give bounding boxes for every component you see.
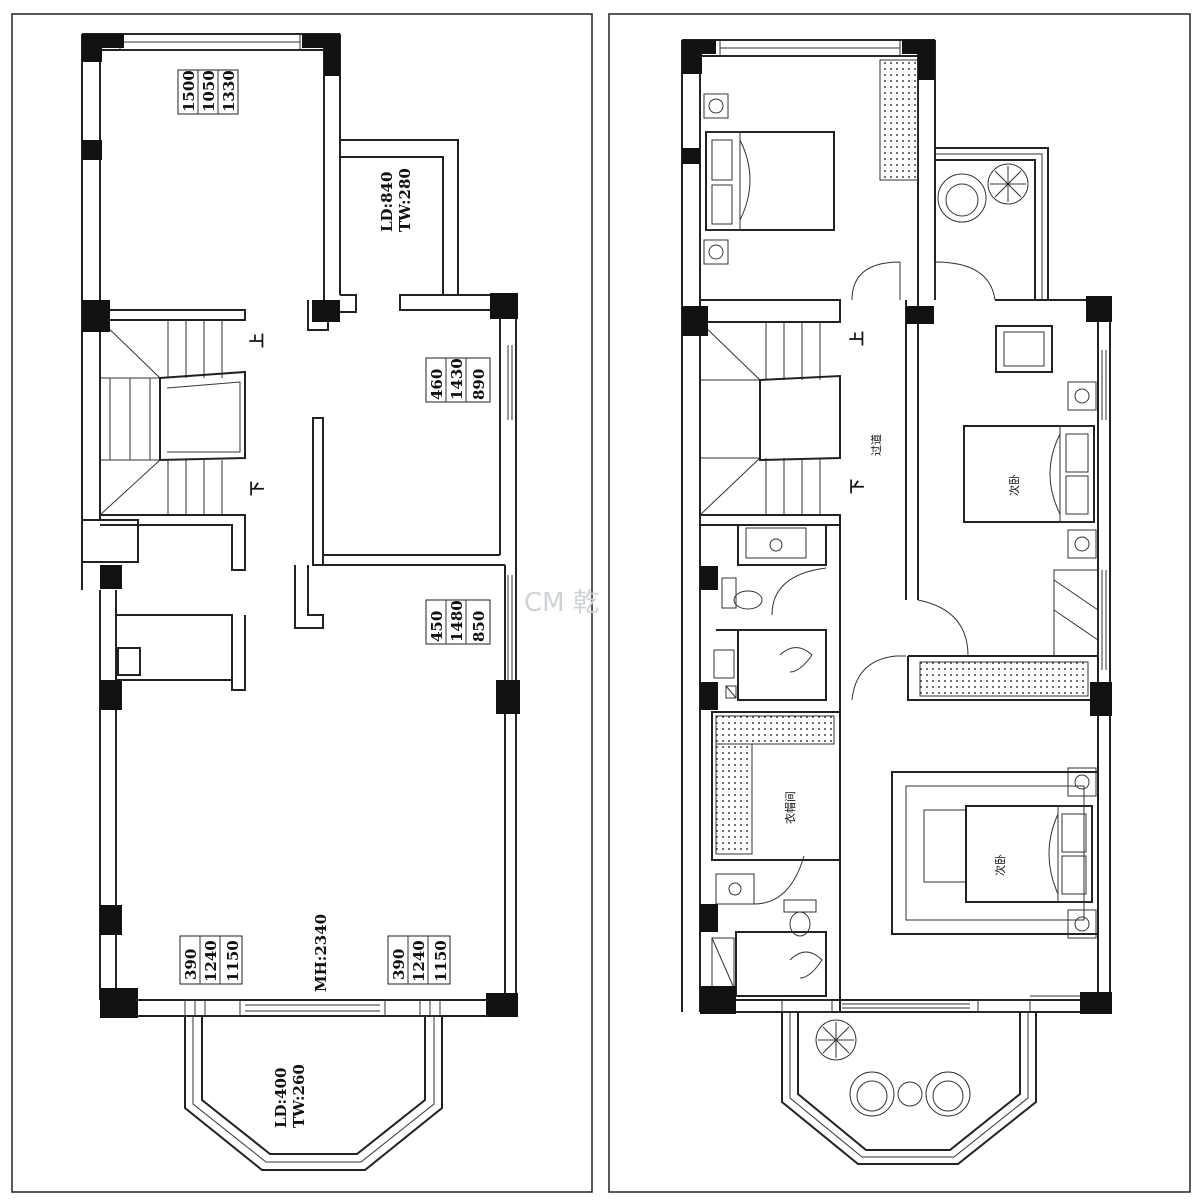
right-bottom-doors <box>781 995 1080 1013</box>
chair-top <box>937 173 987 223</box>
stair-walls <box>81 305 246 590</box>
bath-walls <box>700 524 841 1012</box>
right-window-2 <box>507 575 513 680</box>
balcony-top <box>935 147 1049 300</box>
plant-top <box>987 163 1029 205</box>
bay-label-tw: TW:260 <box>290 1064 308 1128</box>
bed-1 <box>703 93 835 265</box>
sliding-door <box>245 1004 380 1012</box>
shower-1 <box>716 629 827 701</box>
window-label-right-1: 460 1430 890 <box>425 357 491 403</box>
door-arc-1 <box>851 261 901 301</box>
right-stair-bottom <box>700 514 841 526</box>
window-label-r2-1: 450 <box>428 611 446 642</box>
window-label-br-2: 1240 <box>410 940 428 982</box>
window-label-bl-2: 1240 <box>202 940 220 982</box>
bed-3 <box>891 767 1099 939</box>
window-label-bottom-right: 390 1240 1150 <box>387 935 451 985</box>
stair-top-wall <box>700 299 841 323</box>
window-label-right-2: 450 1480 850 <box>425 599 491 645</box>
window-label-top-2: 1050 <box>200 70 218 112</box>
right-stair-treads <box>699 321 821 516</box>
partition-mid <box>312 417 324 566</box>
wardrobe-top <box>879 59 919 181</box>
bay-label-ld: LD:400 <box>272 1068 290 1128</box>
window-label-top-3: 1330 <box>220 70 238 112</box>
right-columns <box>682 40 1112 1014</box>
small-fixture <box>117 647 141 676</box>
bottom-window-left <box>184 999 241 1017</box>
cloakroom-shelf-top <box>715 715 835 745</box>
bay-window <box>184 1016 443 1171</box>
partition-column <box>294 565 324 629</box>
bedroom-2-label: 次卧 <box>1007 474 1021 496</box>
window-label-br-3: 1150 <box>432 940 450 982</box>
plant-bottom <box>815 1019 857 1061</box>
right-bay-balcony <box>781 1012 1037 1165</box>
door-arc-4 <box>851 655 906 701</box>
void-label-ld: LD:840 <box>378 172 396 232</box>
stair-bottom-wall <box>100 514 246 571</box>
armchair <box>995 325 1053 373</box>
right-wall <box>499 310 517 1000</box>
window-label-br-1: 390 <box>390 949 408 980</box>
right-stair-down-label: 下 <box>848 479 866 494</box>
left-panel-frame <box>11 13 593 1193</box>
balcony-chairs <box>849 1071 971 1117</box>
bath-sink-1 <box>745 527 807 559</box>
bottom-wall <box>100 999 505 1017</box>
door-arc-2 <box>934 261 996 301</box>
sink-2 <box>715 873 755 905</box>
shower-2 <box>735 931 827 997</box>
door-label-mh: MH:2340 <box>312 914 330 992</box>
left-columns <box>82 34 520 1018</box>
small-room-walls <box>116 614 246 691</box>
right-window-1 <box>507 345 513 420</box>
window-label-top: 1500 1050 1330 <box>177 69 239 115</box>
cloakroom-label: 衣帽间 <box>783 791 797 824</box>
window-label-r2-2: 1480 <box>448 600 466 642</box>
stair-up-label: 上 <box>248 333 266 348</box>
corridor-walls <box>905 299 1111 1012</box>
window-label-r2-3: 850 <box>470 611 488 642</box>
bed-2 <box>963 381 1097 559</box>
right-stair-up-label: 上 <box>848 331 866 346</box>
bottom-window-right <box>384 999 441 1017</box>
left-floor-plan: 1500 1050 1330 460 1430 890 450 1480 850… <box>81 33 520 1171</box>
bath-door-arc-1 <box>771 567 827 616</box>
bedroom-3-label: 次卧 <box>993 854 1007 876</box>
window-label-r1-2: 1430 <box>448 358 466 400</box>
wardrobe-bottom <box>919 661 1089 697</box>
watermark: CM 乾 <box>524 588 599 618</box>
window-label-bl-3: 1150 <box>224 940 242 982</box>
door-arc-3 <box>917 599 969 657</box>
bath-2-walls <box>712 859 841 1001</box>
void-ledge <box>330 294 501 313</box>
wardrobe-2 <box>1053 569 1099 657</box>
partition-horizontal <box>323 554 505 566</box>
window-label-top-1: 1500 <box>180 70 198 112</box>
stair-down-label: 下 <box>248 481 266 496</box>
right-bottom-wall <box>700 999 1098 1013</box>
void-label-tw: TW:280 <box>396 168 414 232</box>
window-label-r1-3: 890 <box>470 369 488 400</box>
stair-landing <box>159 370 246 462</box>
corridor-label: 过道 <box>869 434 883 456</box>
toilet-1 <box>721 577 763 610</box>
stair-treads <box>99 319 223 516</box>
right-stair-landing <box>759 374 841 462</box>
right-window-bedroom-2 <box>1101 350 1107 670</box>
toilet-2 <box>783 899 817 937</box>
cloakroom-shelf-side <box>715 743 753 855</box>
window-label-bl-1: 390 <box>182 949 200 980</box>
right-floor-plan: 上 下 过道 次卧 次卧 衣帽间 <box>681 39 1112 1165</box>
bath-door-arc-2 <box>753 855 805 905</box>
window-label-bottom-left: 390 1240 1150 <box>179 935 243 985</box>
right-panel-frame <box>608 13 1191 1193</box>
void-walls <box>340 139 459 295</box>
window-label-r1-1: 460 <box>428 369 446 400</box>
